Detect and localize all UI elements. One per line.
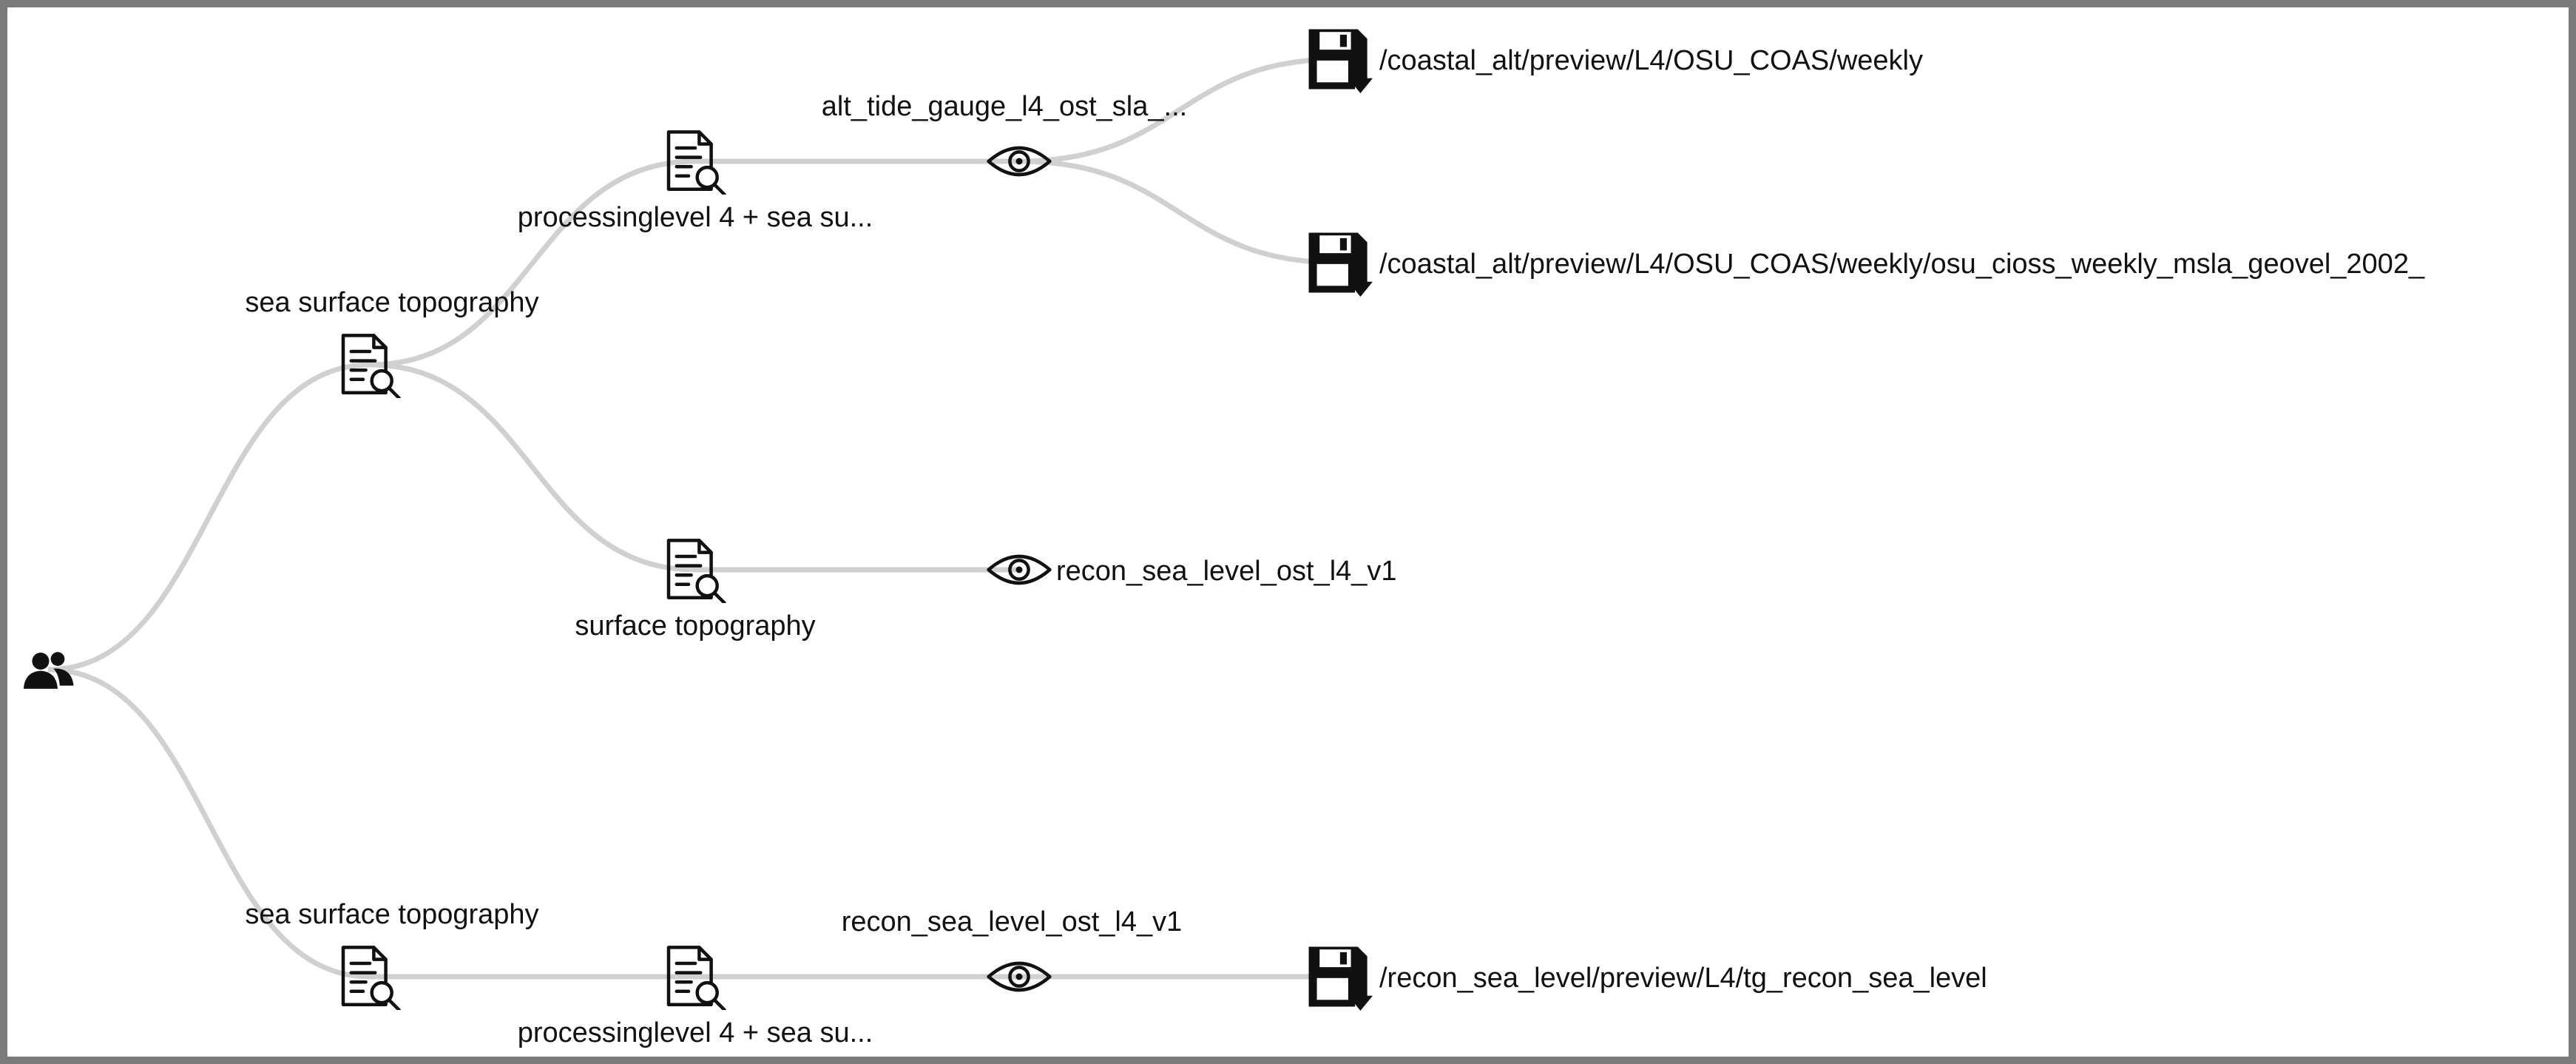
tree-node[interactable]: /recon_sea_level/preview/L4/tg_recon_sea… xyxy=(1308,946,1987,1011)
save-icon[interactable] xyxy=(1308,232,1373,297)
tree-link xyxy=(47,667,371,980)
node-label: processinglevel 4 + sea su... xyxy=(518,1017,873,1048)
tree-link xyxy=(1018,56,1339,164)
tree-node[interactable]: /coastal_alt/preview/L4/OSU_COAS/weekly xyxy=(1308,29,1923,93)
tree-node[interactable]: alt_tide_gauge_l4_ost_sla_... xyxy=(822,91,1187,175)
tree-node[interactable]: processinglevel 4 + sea su... xyxy=(518,132,873,233)
node-label: surface topography xyxy=(575,610,815,642)
tree-diagram: sea surface topography processinglevel 4 … xyxy=(23,29,2425,1048)
tree-node[interactable]: sea surface topography xyxy=(245,287,539,398)
tree-node[interactable]: recon_sea_level_ost_l4_v1 xyxy=(989,556,1397,587)
tree-link xyxy=(47,362,371,673)
save-icon[interactable] xyxy=(1308,946,1373,1011)
node-label: sea surface topography xyxy=(245,899,538,930)
node-label: /recon_sea_level/preview/L4/tg_recon_sea… xyxy=(1379,963,1987,994)
node-label: sea surface topography xyxy=(245,287,538,318)
tree-link xyxy=(369,362,696,573)
tree-links xyxy=(47,56,1339,980)
node-label: alt_tide_gauge_l4_ost_sla_... xyxy=(822,91,1187,122)
tree-node[interactable]: processinglevel 4 + sea su... xyxy=(518,947,873,1048)
node-label: /coastal_alt/preview/L4/OSU_COAS/weekly xyxy=(1379,45,1923,76)
tree-node[interactable]: /coastal_alt/preview/L4/OSU_COAS/weekly/… xyxy=(1308,232,2425,297)
tree-link xyxy=(1018,158,1339,266)
node-label: /coastal_alt/preview/L4/OSU_COAS/weekly/… xyxy=(1379,249,2425,280)
tree-node[interactable]: sea surface topography xyxy=(245,899,539,1010)
tree-node[interactable]: recon_sea_level_ost_l4_v1 xyxy=(842,906,1183,990)
save-icon[interactable] xyxy=(1308,29,1373,93)
tree-nodes: sea surface topography processinglevel 4 … xyxy=(23,29,2425,1048)
tree-node[interactable]: surface topography xyxy=(575,540,816,642)
node-label: recon_sea_level_ost_l4_v1 xyxy=(842,906,1183,937)
tree-link xyxy=(369,158,696,368)
node-label: processinglevel 4 + sea su... xyxy=(518,202,873,233)
node-label: recon_sea_level_ost_l4_v1 xyxy=(1056,556,1397,587)
